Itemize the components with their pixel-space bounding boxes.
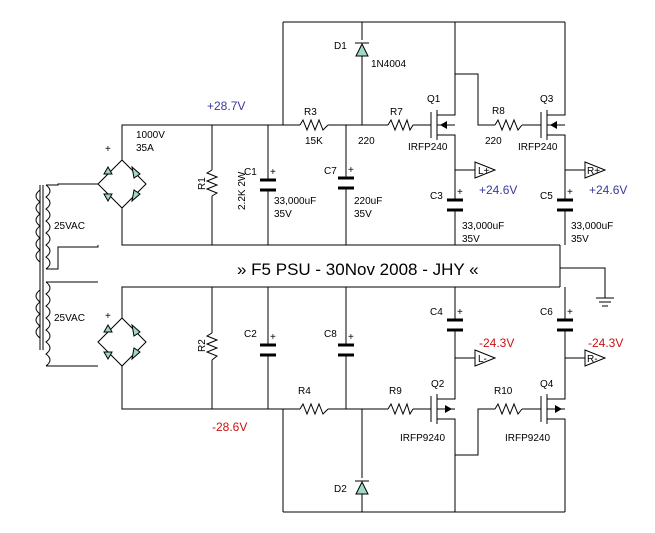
output-l-minus	[474, 349, 497, 367]
q2-label: Q2	[431, 379, 445, 390]
c7-plus: +	[348, 165, 354, 176]
r10-label: R10	[494, 386, 513, 397]
ground-symbol	[560, 267, 614, 307]
c1-label: C1	[244, 167, 257, 178]
r3-value: 15K	[305, 136, 323, 147]
resistor-r2	[205, 332, 219, 361]
mosfet-q1	[425, 110, 456, 140]
top-rail	[211, 21, 585, 245]
r7-value: 220	[358, 136, 375, 147]
c7-value: 220uF	[354, 196, 382, 207]
resistor-r8	[494, 118, 523, 132]
diode-d2	[355, 480, 369, 495]
c3-label: C3	[430, 191, 443, 202]
output-r-plus	[584, 161, 607, 179]
pos-raw-voltage: +28.7V	[207, 99, 245, 113]
bridge-rating-v: 1000V	[136, 130, 165, 141]
r1-label: R1	[197, 177, 208, 190]
resistor-r4	[299, 402, 329, 416]
lminus-voltage: -24.3V	[479, 336, 514, 350]
r4-label: R4	[298, 386, 311, 397]
bridge-bot-plus: +	[105, 311, 111, 322]
c5-voltage: 35V	[571, 234, 589, 245]
rminus-label: R-	[587, 354, 598, 365]
r7-label: R7	[390, 107, 403, 118]
sec-bot-label: 25VAC	[54, 313, 85, 324]
c4-plus: +	[457, 307, 463, 318]
output-l-plus	[474, 161, 497, 179]
capacitor-c5	[557, 198, 573, 212]
c5-plus: +	[567, 187, 573, 198]
d2-label: D2	[334, 484, 347, 495]
schematic-title: » F5 PSU - 30Nov 2008 - JHY «	[237, 260, 479, 279]
c3-plus: +	[457, 187, 463, 198]
c6-label: C6	[540, 307, 553, 318]
c5-label: C5	[540, 191, 553, 202]
q4-value: IRFP9240	[505, 433, 550, 444]
bridge-top	[97, 124, 560, 246]
q2-value: IRFP9240	[400, 433, 445, 444]
capacitor-c8	[338, 343, 354, 357]
resistor-r3	[299, 118, 329, 132]
q3-label: Q3	[540, 94, 554, 105]
resistor-r10	[494, 402, 523, 416]
rminus-voltage: -24.3V	[588, 336, 623, 350]
sec-top-label: 25VAC	[54, 221, 85, 232]
q4-label: Q4	[540, 379, 554, 390]
q1-label: Q1	[427, 94, 441, 105]
lminus-label: L-	[478, 354, 487, 365]
output-r-minus	[584, 349, 607, 367]
c1-plus: +	[270, 167, 276, 178]
mosfet-q3	[535, 110, 566, 140]
r3-label: R3	[304, 107, 317, 118]
c8-label: C8	[324, 329, 337, 340]
c7-label: C7	[324, 166, 337, 177]
c1-value: 33,000uF	[274, 196, 316, 207]
capacitor-c4	[447, 318, 463, 332]
bridge-rating-a: 35A	[136, 143, 154, 154]
c2-plus: +	[270, 332, 276, 343]
d1-label: D1	[334, 41, 347, 52]
r8-label: R8	[492, 106, 505, 117]
neg-raw-voltage: -28.6V	[212, 420, 247, 434]
lplus-label: L+	[478, 166, 490, 177]
mosfet-q4	[535, 394, 566, 424]
resistor-r1	[205, 169, 219, 197]
rplus-label: R+	[587, 166, 600, 177]
c3-voltage: 35V	[462, 234, 480, 245]
capacitor-c3	[447, 198, 463, 212]
c8-plus: +	[348, 332, 354, 343]
rplus-voltage: +24.6V	[589, 183, 627, 197]
transformer	[35, 183, 99, 367]
c3-value: 33,000uF	[462, 221, 504, 232]
r1-value: 2.2K 2W	[237, 171, 248, 210]
c5-value: 33,000uF	[571, 221, 613, 232]
bridge-bottom	[97, 286, 560, 410]
bottom-rail	[211, 287, 585, 513]
resistor-r9	[387, 402, 414, 416]
capacitor-c1	[260, 178, 276, 192]
c7-voltage: 35V	[354, 209, 372, 220]
c2-label: C2	[244, 329, 257, 340]
c4-label: C4	[430, 307, 443, 318]
resistor-r7	[387, 118, 414, 132]
r2-label: R2	[197, 339, 208, 352]
d1-value: 1N4004	[371, 59, 406, 70]
q3-value: IRFP240	[518, 142, 558, 153]
lplus-voltage: +24.6V	[479, 183, 517, 197]
r9-label: R9	[389, 386, 402, 397]
c6-plus: +	[567, 307, 573, 318]
q1-value: IRFP240	[408, 142, 448, 153]
capacitor-c6	[557, 318, 573, 332]
c1-voltage: 35V	[274, 209, 292, 220]
bridge-top-plus: +	[105, 144, 111, 155]
mosfet-q2	[425, 394, 456, 424]
r8-value: 220	[485, 136, 502, 147]
diode-d1	[355, 42, 369, 57]
capacitor-c2	[260, 343, 276, 357]
capacitor-c7	[338, 176, 354, 190]
